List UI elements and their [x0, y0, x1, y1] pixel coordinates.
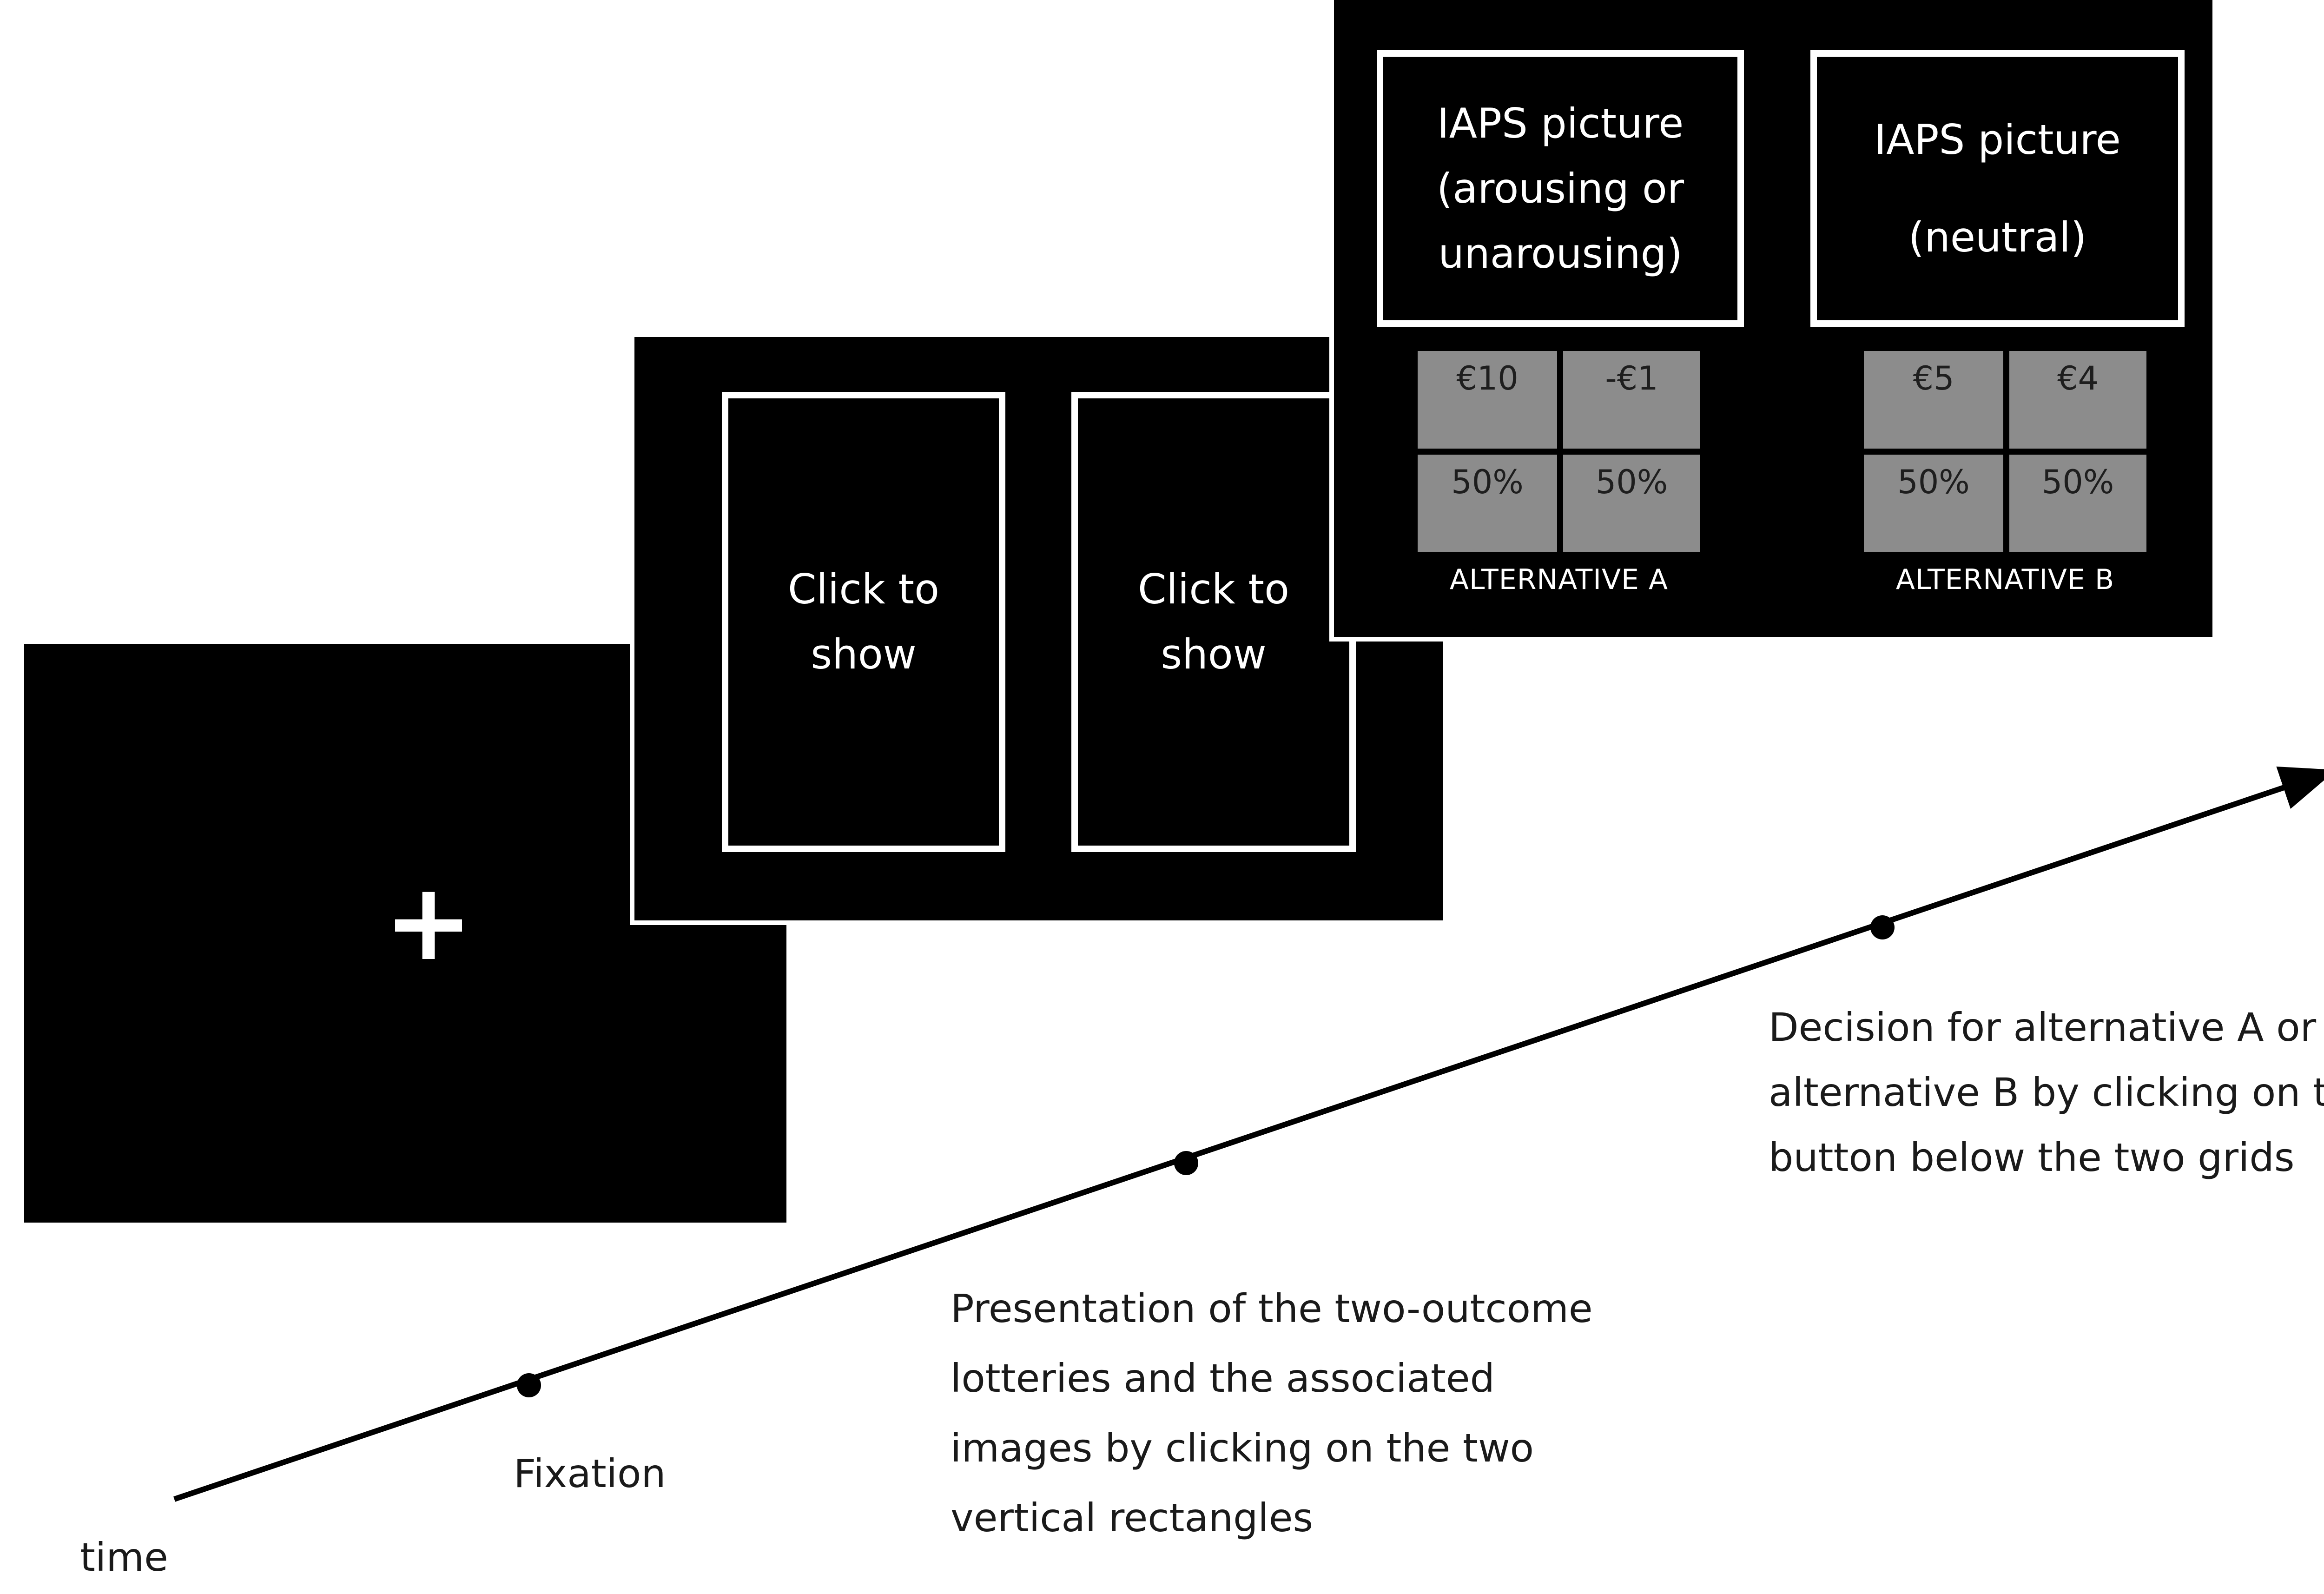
decision-caption: Decision for alternative A or alternativ… [1769, 995, 2324, 1190]
presentation-caption-line2: lotteries and the associated [951, 1356, 1495, 1401]
decision-caption-line2: alternative B by clicking on the [1769, 1070, 2324, 1115]
iaps-picture-b-line2: (neutral) [1908, 213, 2087, 261]
decision-caption-line3: button below the two grids [1769, 1135, 2295, 1180]
click-to-show-left-button[interactable]: Click to show [722, 392, 1005, 852]
click-to-show-right-line1: Click to [1137, 565, 1289, 613]
iaps-picture-b: IAPS picture (neutral) [1810, 50, 2185, 327]
grid-a-probability-2: 50% [1563, 455, 1700, 552]
grid-b-probability-1: 50% [1864, 455, 2003, 552]
fixation-caption: Fixation [514, 1441, 666, 1506]
grid-b-probability-2: 50% [2009, 455, 2146, 552]
fixation-cross: + [383, 860, 474, 985]
grid-b-outcome-2: €4 [2009, 351, 2146, 449]
timeline-dot-decision [1870, 915, 1895, 939]
alternative-b-button[interactable]: ALTERNATIVE B [1895, 563, 2115, 596]
iaps-picture-a-line2: (arousing or [1436, 164, 1684, 212]
timeline-dot-presentation [1174, 1151, 1198, 1175]
presentation-caption-line4: vertical rectangles [951, 1495, 1314, 1541]
fixation-caption-line1: Fixation [514, 1451, 666, 1496]
time-label: time [80, 1534, 168, 1580]
presentation-caption-line3: images by clicking on the two [951, 1425, 1534, 1471]
click-to-show-left-line2: show [811, 630, 917, 678]
iaps-picture-a-line3: unarousing) [1438, 229, 1683, 278]
presentation-caption-line1: Presentation of the two-outcome [951, 1286, 1593, 1331]
iaps-picture-a-line1: IAPS picture [1437, 99, 1684, 147]
iaps-picture-b-line1: IAPS picture [1874, 115, 2121, 164]
timeline-dot-fixation [517, 1373, 541, 1397]
grid-a-outcome-2: -€1 [1563, 351, 1700, 449]
grid-a-outcome-1: €10 [1418, 351, 1557, 449]
iaps-picture-a: IAPS picture (arousing or unarousing) [1377, 50, 1744, 327]
decision-caption-line1: Decision for alternative A or [1769, 1005, 2317, 1050]
click-to-show-right-button[interactable]: Click to show [1071, 392, 1356, 852]
grid-b-outcome-1: €5 [1864, 351, 2003, 449]
click-to-show-left-line1: Click to [787, 565, 939, 613]
alternative-a-button[interactable]: ALTERNATIVE A [1449, 563, 1669, 596]
click-to-show-right-line2: show [1161, 630, 1267, 678]
grid-a-probability-1: 50% [1418, 455, 1557, 552]
presentation-caption: Presentation of the two-outcome lotterie… [951, 1274, 1593, 1553]
